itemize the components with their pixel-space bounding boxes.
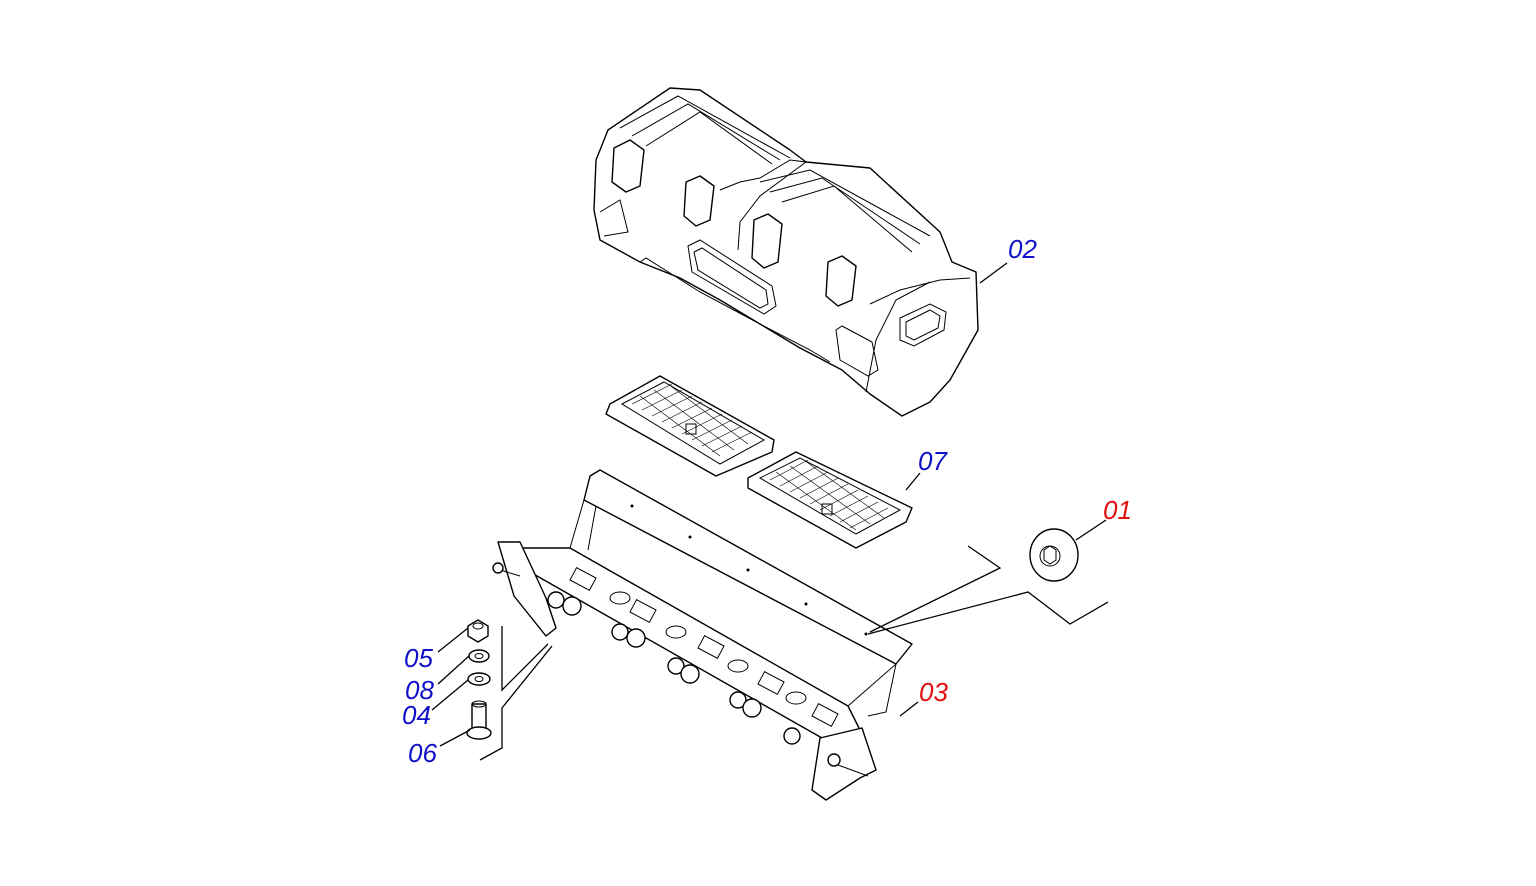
flat-washer-part: [467, 672, 491, 686]
callout-05: 05: [404, 643, 433, 673]
screen-tray-right: [747, 451, 913, 549]
screen-tray-left: [605, 375, 775, 477]
leader-lines: [431, 262, 1109, 761]
bolt-part: [466, 700, 492, 740]
plug-part: [1029, 528, 1079, 582]
callout-08: 08: [405, 675, 434, 705]
nut-part: [467, 619, 489, 643]
callout-02: 02: [1008, 234, 1037, 264]
callout-07: 07: [918, 446, 948, 476]
hopper-cover-part: [593, 87, 979, 417]
distributor-frame-part: [492, 469, 913, 801]
lock-washer-part: [468, 649, 490, 663]
callout-06: 06: [408, 738, 437, 768]
callout-04: 04: [402, 700, 431, 730]
callout-01: 01: [1103, 495, 1132, 525]
callout-03: 03: [919, 677, 948, 707]
